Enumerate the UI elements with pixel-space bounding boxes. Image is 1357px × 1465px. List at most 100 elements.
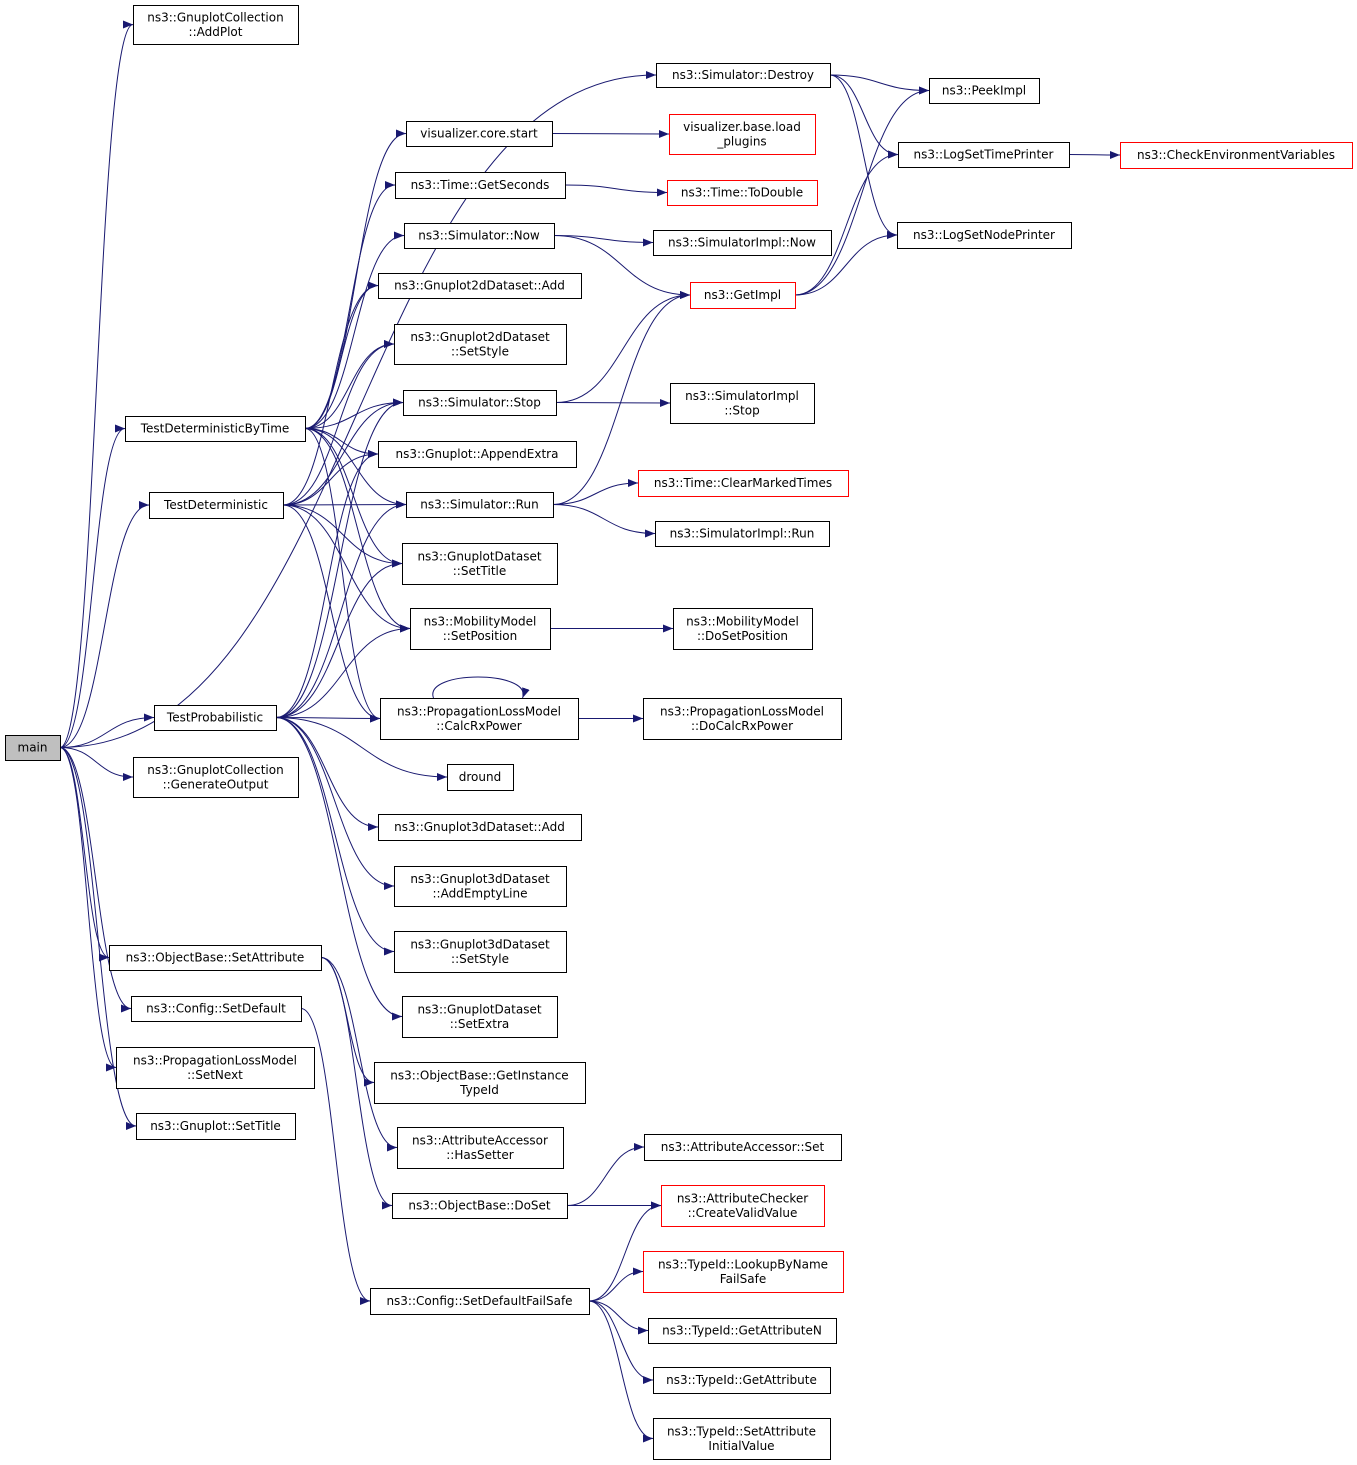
node-propagationlossmodel-calcrxpower[interactable]: ns3::PropagationLossModel::CalcRxPower — [380, 698, 579, 740]
node-gnuplotdataset-settitle[interactable]: ns3::GnuplotDataset::SetTitle — [402, 543, 558, 585]
node-typeid-getattributen[interactable]: ns3::TypeId::GetAttributeN — [648, 1318, 837, 1344]
node-gnuplot3ddataset-setstyle[interactable]: ns3::Gnuplot3dDataset::SetStyle — [394, 931, 567, 973]
node-box[interactable] — [653, 1418, 831, 1460]
node-config-setdefault[interactable]: ns3::Config::SetDefault — [131, 996, 302, 1022]
node-gnuplot3ddataset-add[interactable]: ns3::Gnuplot3dDataset::Add — [378, 814, 582, 841]
node-box[interactable] — [378, 273, 582, 299]
node-box[interactable] — [690, 282, 796, 309]
node-gnuplot2ddataset-add[interactable]: ns3::Gnuplot2dDataset::Add — [378, 273, 582, 299]
node-box[interactable] — [403, 390, 557, 416]
node-box[interactable] — [643, 698, 842, 740]
node-box[interactable] — [125, 416, 306, 442]
node-visualizer-base-load-plugins[interactable]: visualizer.base.load_plugins — [669, 114, 816, 155]
node-time-getseconds[interactable]: ns3::Time::GetSeconds — [395, 172, 566, 199]
node-box[interactable] — [394, 866, 567, 907]
node-simulatorimpl-stop[interactable]: ns3::SimulatorImpl::Stop — [670, 383, 815, 424]
node-attributechecker-createvalidvalue[interactable]: ns3::AttributeChecker::CreateValidValue — [661, 1185, 825, 1227]
node-simulator-stop[interactable]: ns3::Simulator::Stop — [403, 390, 557, 416]
node-objectbase-setattribute[interactable]: ns3::ObjectBase::SetAttribute — [109, 945, 322, 971]
node-box[interactable] — [667, 180, 818, 206]
node-box[interactable] — [402, 543, 558, 585]
node-gnuplotcollection-generateoutput[interactable]: ns3::GnuplotCollection::GenerateOutput — [133, 757, 299, 798]
node-time-clearmarkedtimes[interactable]: ns3::Time::ClearMarkedTimes — [638, 470, 849, 497]
node-box[interactable] — [644, 1134, 842, 1161]
node-box[interactable] — [154, 705, 277, 731]
node-gnuplot-appendextra[interactable]: ns3::Gnuplot::AppendExtra — [378, 441, 577, 468]
node-box[interactable] — [394, 931, 567, 973]
node-box[interactable] — [394, 324, 567, 365]
node-box[interactable] — [370, 1288, 590, 1315]
node-box[interactable] — [392, 1193, 568, 1219]
node-logsetnodeprinter[interactable]: ns3::LogSetNodePrinter — [897, 222, 1072, 249]
node-box[interactable] — [133, 5, 299, 45]
node-box[interactable] — [402, 996, 558, 1038]
node-testprobabilistic[interactable]: TestProbabilistic — [154, 705, 277, 731]
node-box[interactable] — [149, 492, 284, 519]
node-getimpl[interactable]: ns3::GetImpl — [690, 282, 796, 309]
node-box[interactable] — [1120, 142, 1353, 169]
node-testdeterministic[interactable]: TestDeterministic — [149, 492, 284, 519]
node-dround[interactable]: dround — [447, 764, 514, 791]
node-propagationlossmodel-docalcrxpower[interactable]: ns3::PropagationLossModel::DoCalcRxPower — [643, 698, 842, 740]
node-box[interactable] — [653, 1367, 831, 1394]
node-gnuplotdataset-setextra[interactable]: ns3::GnuplotDataset::SetExtra — [402, 996, 558, 1038]
node-peekimpl[interactable]: ns3::PeekImpl — [929, 78, 1040, 104]
node-config-setdefaultfailsafe[interactable]: ns3::Config::SetDefaultFailSafe — [370, 1288, 590, 1315]
node-box[interactable] — [655, 521, 830, 547]
node-box[interactable] — [378, 441, 577, 468]
node-gnuplot2ddataset-setstyle[interactable]: ns3::Gnuplot2dDataset::SetStyle — [394, 324, 567, 365]
node-gnuplot3ddataset-addemptyline[interactable]: ns3::Gnuplot3dDataset::AddEmptyLine — [394, 866, 567, 907]
node-box[interactable] — [653, 230, 832, 256]
node-testdeterministicbytime[interactable]: TestDeterministicByTime — [125, 416, 306, 442]
node-box[interactable] — [397, 1127, 564, 1169]
node-box[interactable] — [406, 492, 554, 518]
node-main[interactable]: main — [5, 735, 61, 761]
node-box[interactable] — [638, 470, 849, 497]
node-checkenvironmentvariables[interactable]: ns3::CheckEnvironmentVariables — [1120, 142, 1353, 169]
node-typeid-getattribute[interactable]: ns3::TypeId::GetAttribute — [653, 1367, 831, 1394]
node-box[interactable] — [395, 172, 566, 199]
node-box[interactable] — [648, 1318, 837, 1344]
node-box[interactable] — [447, 764, 514, 791]
node-box[interactable] — [133, 757, 299, 798]
node-gnuplotcollection-addplot[interactable]: ns3::GnuplotCollection::AddPlot — [133, 5, 299, 45]
node-box[interactable] — [643, 1251, 844, 1293]
node-box[interactable] — [656, 63, 831, 88]
node-box[interactable] — [897, 222, 1072, 249]
node-box[interactable] — [898, 142, 1070, 168]
node-box[interactable] — [661, 1185, 825, 1227]
node-visualizer-core-start[interactable]: visualizer.core.start — [406, 121, 553, 147]
node-attributeaccessor-set[interactable]: ns3::AttributeAccessor::Set — [644, 1134, 842, 1161]
node-box[interactable] — [673, 608, 813, 650]
node-box[interactable] — [380, 698, 579, 740]
node-box[interactable] — [670, 383, 815, 424]
node-simulatorimpl-run[interactable]: ns3::SimulatorImpl::Run — [655, 521, 830, 547]
node-attributeaccessor-hassetter[interactable]: ns3::AttributeAccessor::HasSetter — [397, 1127, 564, 1169]
node-box[interactable] — [410, 608, 551, 650]
node-objectbase-doset[interactable]: ns3::ObjectBase::DoSet — [392, 1193, 568, 1219]
node-box[interactable] — [116, 1047, 315, 1089]
node-simulatorimpl-now[interactable]: ns3::SimulatorImpl::Now — [653, 230, 832, 256]
node-simulator-now[interactable]: ns3::Simulator::Now — [404, 223, 555, 249]
node-simulator-destroy[interactable]: ns3::Simulator::Destroy — [656, 63, 831, 88]
node-box[interactable] — [109, 945, 322, 971]
node-box[interactable] — [131, 996, 302, 1022]
node-box[interactable] — [378, 814, 582, 841]
node-mobilitymodel-setposition[interactable]: ns3::MobilityModel::SetPosition — [410, 608, 551, 650]
node-box[interactable] — [136, 1113, 296, 1140]
node-logsettimeprinter[interactable]: ns3::LogSetTimePrinter — [898, 142, 1070, 168]
node-propagationlossmodel-setnext[interactable]: ns3::PropagationLossModel::SetNext — [116, 1047, 315, 1089]
node-box[interactable] — [929, 78, 1040, 104]
node-gnuplot-settitle[interactable]: ns3::Gnuplot::SetTitle — [136, 1113, 296, 1140]
node-box[interactable] — [404, 223, 555, 249]
node-time-todouble[interactable]: ns3::Time::ToDouble — [667, 180, 818, 206]
node-box[interactable] — [669, 114, 816, 155]
node-simulator-run[interactable]: ns3::Simulator::Run — [406, 492, 554, 518]
node-mobilitymodel-dosetposition[interactable]: ns3::MobilityModel::DoSetPosition — [673, 608, 813, 650]
node-box[interactable] — [406, 121, 553, 147]
node-box[interactable] — [5, 735, 61, 761]
node-box[interactable] — [374, 1062, 586, 1104]
